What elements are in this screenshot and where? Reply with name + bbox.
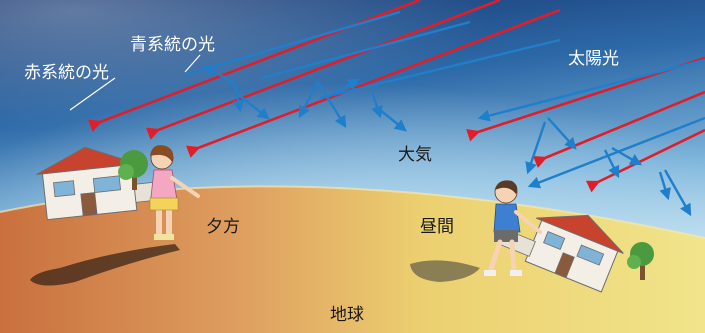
blue-branch <box>658 171 671 201</box>
red-rays-evening <box>87 0 561 158</box>
tree-right <box>627 242 654 280</box>
blue-ray <box>184 10 401 77</box>
blue-branch <box>663 169 692 217</box>
blue-branch <box>525 121 547 175</box>
boy-figure <box>484 180 542 276</box>
red-light-pointer <box>69 77 116 111</box>
red-ray <box>185 8 561 158</box>
red-light-label: 赤系統の光 <box>24 63 109 83</box>
girl-shadow <box>30 244 180 286</box>
house-left <box>36 146 177 221</box>
blue-ray <box>477 58 705 122</box>
daytime-label: 昼間 <box>420 217 454 237</box>
blue-ray <box>261 20 471 80</box>
blue-ray <box>319 38 561 100</box>
sunlight-label: 太陽光 <box>568 49 619 69</box>
blue-branch <box>611 146 643 166</box>
boy-shadow <box>410 260 480 282</box>
blue-rays-daytime <box>477 58 705 217</box>
atmosphere-label: 大気 <box>398 145 432 165</box>
girl-figure <box>149 145 200 240</box>
blue-branch <box>547 117 577 150</box>
evening-label: 夕方 <box>206 217 240 237</box>
blue-branch <box>239 95 270 120</box>
blue-branch <box>603 149 620 179</box>
red-ray <box>145 0 501 140</box>
blue-branch <box>379 109 407 132</box>
blue-rays-evening <box>184 10 561 132</box>
blue-branch <box>232 83 245 113</box>
earth-label: 地球 <box>330 305 364 325</box>
house-right <box>499 214 624 293</box>
blue-branch <box>298 81 320 119</box>
blue-branch <box>202 64 236 86</box>
blue-branch <box>316 81 347 129</box>
red-ray <box>87 0 421 132</box>
tree-left <box>118 150 148 190</box>
blue-light-label: 青系統の光 <box>130 35 215 55</box>
blue-light-pointer <box>184 54 201 73</box>
blue-branch <box>370 91 383 119</box>
